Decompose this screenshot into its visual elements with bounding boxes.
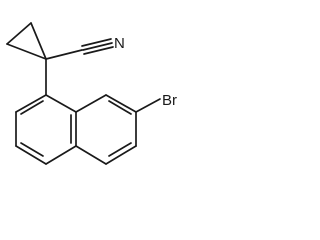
bond-r-4 <box>105 145 137 165</box>
bond-cn-triple-2 <box>82 42 113 51</box>
bond-cn-triple-3 <box>83 46 114 55</box>
chemical-structure-diagram: N Br <box>6 22 177 165</box>
naphthalene-left-ring <box>15 94 77 165</box>
atom-label-n: N <box>114 35 125 52</box>
bond-r-double-a <box>108 100 132 115</box>
bond-l-4 <box>45 145 77 165</box>
bond-cp-right <box>30 22 47 60</box>
bond-r-1 <box>75 94 107 113</box>
bromine-substituent: Br <box>135 92 177 113</box>
bond-cn-triple-1 <box>81 38 112 47</box>
bond-r-5 <box>75 145 107 165</box>
bond-l-3 <box>15 145 47 165</box>
cyclopropane-ring <box>6 22 47 60</box>
bond-l-double-a <box>20 100 44 115</box>
bond-c-cn <box>45 49 83 60</box>
atom-label-br: Br <box>162 92 177 109</box>
bond-r-double-b <box>108 142 132 157</box>
bond-r-2 <box>105 94 137 113</box>
naphthalene-right-ring <box>75 94 137 165</box>
bond-c-br <box>135 98 161 113</box>
bond-cp-top <box>6 22 32 45</box>
bond-l-1 <box>15 94 47 113</box>
bond-l-6 <box>45 94 77 113</box>
nitrile-group: N <box>45 35 125 60</box>
bond-cp-left <box>6 43 47 60</box>
bond-l-double-b <box>20 142 44 157</box>
